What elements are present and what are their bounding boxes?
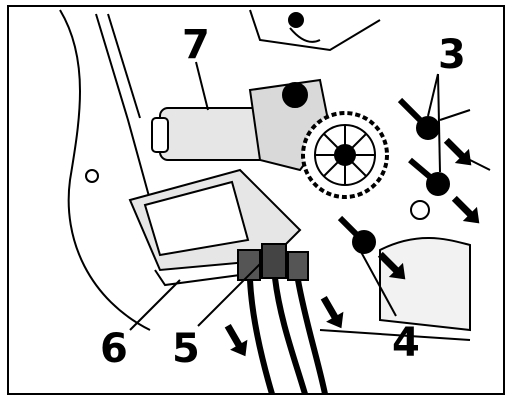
arrow-bolt-3-lower [451, 195, 480, 224]
leader-3-upper [427, 73, 439, 117]
panel-hole-left [85, 169, 99, 183]
callout-5: 5 [172, 326, 200, 372]
arrow-module-right [320, 295, 344, 329]
wiring-harness [237, 243, 328, 395]
arrow-module-left [224, 323, 248, 357]
removal-arrows [224, 137, 480, 357]
drive-pinion [282, 82, 308, 108]
module-face [143, 180, 250, 257]
arrow-bolt-4 [377, 251, 406, 280]
regulator-gear [301, 111, 389, 199]
leader-3-lower [437, 73, 441, 173]
bracket-hole [410, 200, 430, 220]
bolt-4 [337, 215, 376, 254]
bolt-3-upper [397, 97, 440, 140]
callout-7: 7 [182, 22, 210, 68]
leader-7 [195, 61, 209, 111]
motor-endcap [151, 117, 169, 153]
callout-4: 4 [392, 320, 420, 366]
door-panel [59, 9, 491, 341]
callout-3: 3 [438, 32, 466, 78]
bolts [337, 97, 450, 254]
control-module [128, 168, 302, 287]
leader-lines [129, 61, 441, 331]
panel-hole-top [288, 12, 304, 28]
leader-4 [359, 249, 397, 317]
arrow-bolt-3-upper [443, 137, 472, 166]
leader-6 [129, 279, 181, 331]
leader-5 [197, 261, 263, 327]
connector-2 [261, 243, 287, 279]
bolt-3-lower [408, 157, 450, 196]
connector-3 [287, 251, 309, 281]
callout-6: 6 [100, 326, 128, 372]
